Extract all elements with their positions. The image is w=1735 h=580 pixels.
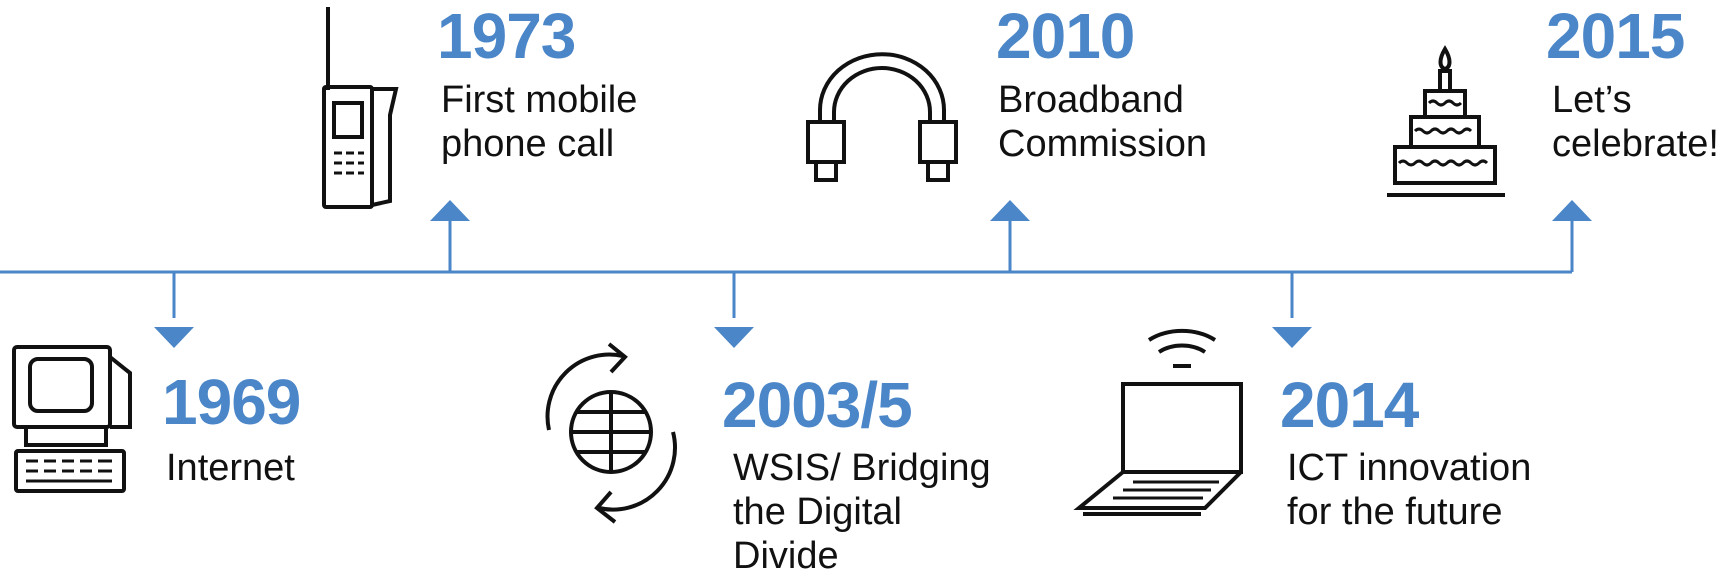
- event-year-1969: 1969: [162, 366, 301, 438]
- arrow-2010: [990, 200, 1030, 272]
- cable-icon: [800, 52, 965, 184]
- arrow-2015: [1552, 200, 1592, 272]
- event-label-2003: WSIS/ Bridging the Digital Divide: [733, 447, 991, 577]
- event-year-2014: 2014: [1280, 369, 1419, 441]
- event-label-2010: Broadband Commission: [998, 79, 1208, 165]
- event-label-2015: Let’s celebrate!: [1552, 79, 1719, 165]
- arrow-1969: [154, 272, 194, 348]
- globe-cycle-icon: [545, 340, 680, 525]
- arrow-2014: [1272, 272, 1312, 348]
- event-year-2010: 2010: [996, 0, 1135, 72]
- laptop-wifi-icon: [1073, 312, 1255, 517]
- arrow-2003: [714, 272, 754, 348]
- event-year-2015: 2015: [1546, 0, 1685, 72]
- event-label-2014: ICT innovation for the future: [1287, 447, 1532, 533]
- event-label-1969: Internet: [166, 447, 295, 489]
- birthday-cake-icon: [1385, 45, 1510, 200]
- event-label-1973: First mobile phone call: [441, 79, 638, 165]
- mobile-phone-icon: [320, 5, 400, 210]
- event-year-2003: 2003/5: [722, 369, 913, 441]
- arrow-1973: [430, 200, 470, 272]
- event-year-1973: 1973: [437, 0, 576, 72]
- computer-icon: [12, 343, 134, 493]
